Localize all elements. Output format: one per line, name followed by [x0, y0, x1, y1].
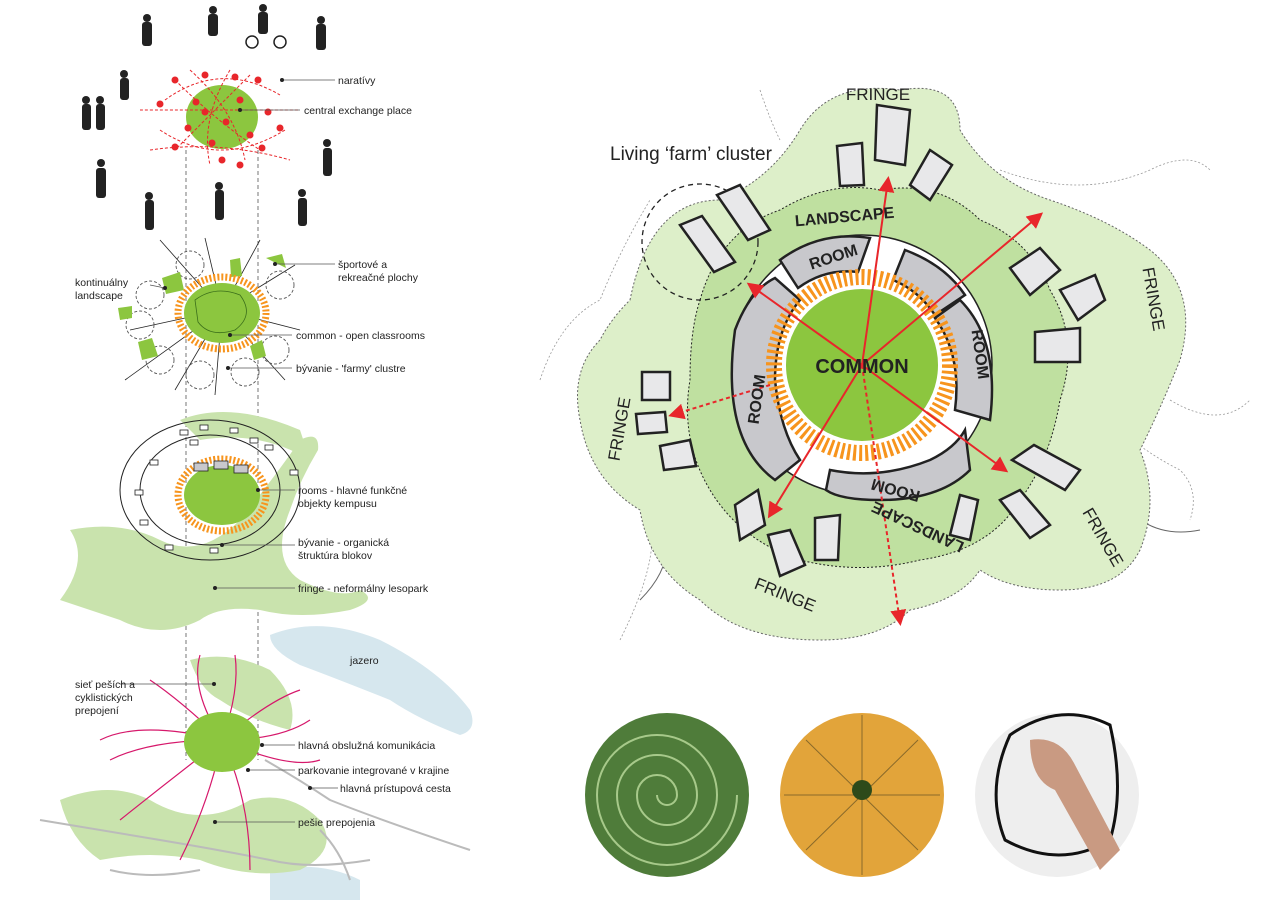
label-byvanie-org-1: bývanie - organická	[298, 537, 389, 549]
rooms-diagram: rooms - hlavné funkčné objekty kempusu b…	[60, 412, 429, 630]
label-siet-3: prepojení	[75, 705, 119, 717]
common-label: COMMON	[815, 356, 908, 378]
network-diagram: jazero sieť peších a cyklistických prepo…	[39, 626, 473, 900]
orange-field-photo	[780, 713, 944, 877]
label-sport-1: športové a	[338, 259, 387, 271]
main-campus-diagram: Living ‘farm’ cluster	[539, 85, 1251, 641]
label-common: common - open classrooms	[296, 330, 425, 342]
label-siet-1: sieť peších a	[75, 679, 135, 691]
fringe-buildings	[634, 103, 1107, 578]
people-icons	[82, 4, 332, 230]
room-label-left: ROOM	[746, 374, 770, 426]
label-landscape-1: kontinuálny	[75, 277, 129, 289]
narratives-diagram: naratívy central exchange place	[82, 4, 412, 230]
room-label-right: ROOM	[968, 329, 992, 381]
landscape-diagram: kontinuálny landscape športové a rekreač…	[75, 237, 425, 396]
label-rooms-2: objekty kempusu	[298, 498, 377, 510]
label-obsluzna: hlavná obslužná komunikácia	[298, 740, 435, 752]
label-byvanie-farmy: bývanie - 'farmy' clustre	[296, 363, 406, 375]
label-fringe: fringe - neformálny lesopark	[298, 583, 429, 595]
label-landscape-2: landscape	[75, 290, 123, 302]
label-rooms-1: rooms - hlavné funkčné	[298, 485, 407, 497]
label-byvanie-org-2: štruktúra blokov	[298, 550, 373, 562]
label-parkovanie: parkovanie integrované v krajine	[298, 765, 449, 777]
label-pristupova: hlavná prístupová cesta	[340, 783, 451, 795]
label-central-exchange: central exchange place	[304, 105, 412, 117]
label-pesie: pešie prepojenia	[298, 817, 375, 829]
fringe-label-top: FRINGE	[846, 85, 910, 104]
label-narativy: naratívy	[338, 75, 376, 87]
label-siet-2: cyklistických	[75, 692, 133, 704]
label-jazero: jazero	[349, 655, 379, 667]
drawing-hand-photo	[975, 713, 1139, 877]
label-sport-2: rekreačné plochy	[338, 272, 419, 284]
cluster-title: Living ‘farm’ cluster	[610, 144, 773, 165]
succulent-photo	[585, 713, 749, 877]
